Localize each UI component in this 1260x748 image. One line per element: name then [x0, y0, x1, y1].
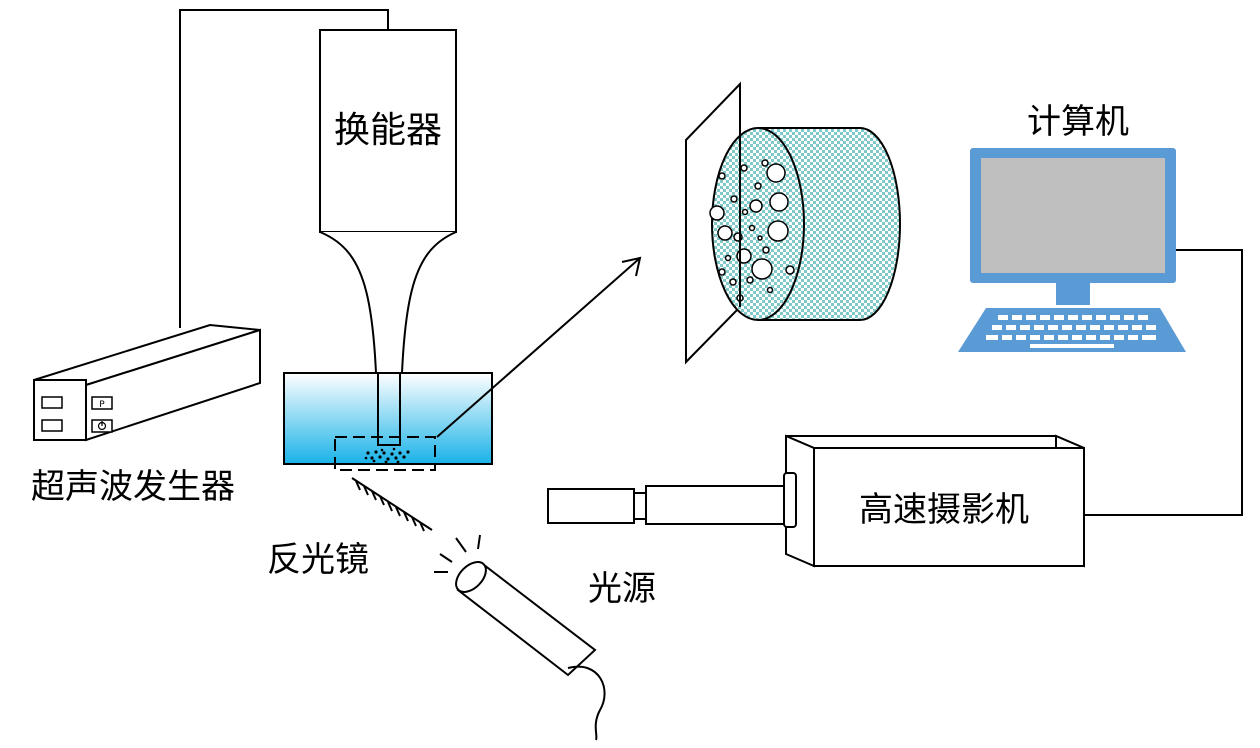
reflector	[351, 477, 433, 532]
generator-transducer-cable	[179, 9, 389, 328]
water-tank	[283, 372, 493, 465]
button-p	[91, 396, 113, 410]
monitor-screen	[981, 158, 1165, 273]
observation-region	[334, 436, 436, 471]
light-source	[434, 534, 606, 741]
magnified-view	[685, 81, 901, 365]
computer-label: 计算机	[1027, 102, 1129, 142]
cavitation-bubbles	[364, 447, 410, 464]
button-p-label: P	[99, 400, 105, 410]
computer-camera-cable	[1084, 249, 1243, 516]
reflector-label: 反光镜	[267, 540, 369, 580]
camera-lens-front	[547, 488, 635, 524]
light-source-label: 光源	[588, 569, 656, 609]
power-icon	[91, 419, 113, 433]
probe-tip	[377, 372, 401, 446]
keyboard-keys	[986, 315, 1156, 348]
transducer	[319, 29, 457, 446]
computer	[958, 148, 1186, 352]
camera-lens	[645, 485, 785, 525]
light-rays	[434, 534, 481, 573]
high-speed-camera	[547, 434, 1085, 568]
ultrasonic-generator-label: 超声波发生器	[31, 467, 235, 507]
transducer-label: 换能器	[334, 110, 442, 151]
ultrasonic-generator: P	[33, 323, 261, 442]
zoom-arrow	[436, 257, 641, 438]
high-speed-camera-label: 高速摄影机	[859, 490, 1029, 530]
